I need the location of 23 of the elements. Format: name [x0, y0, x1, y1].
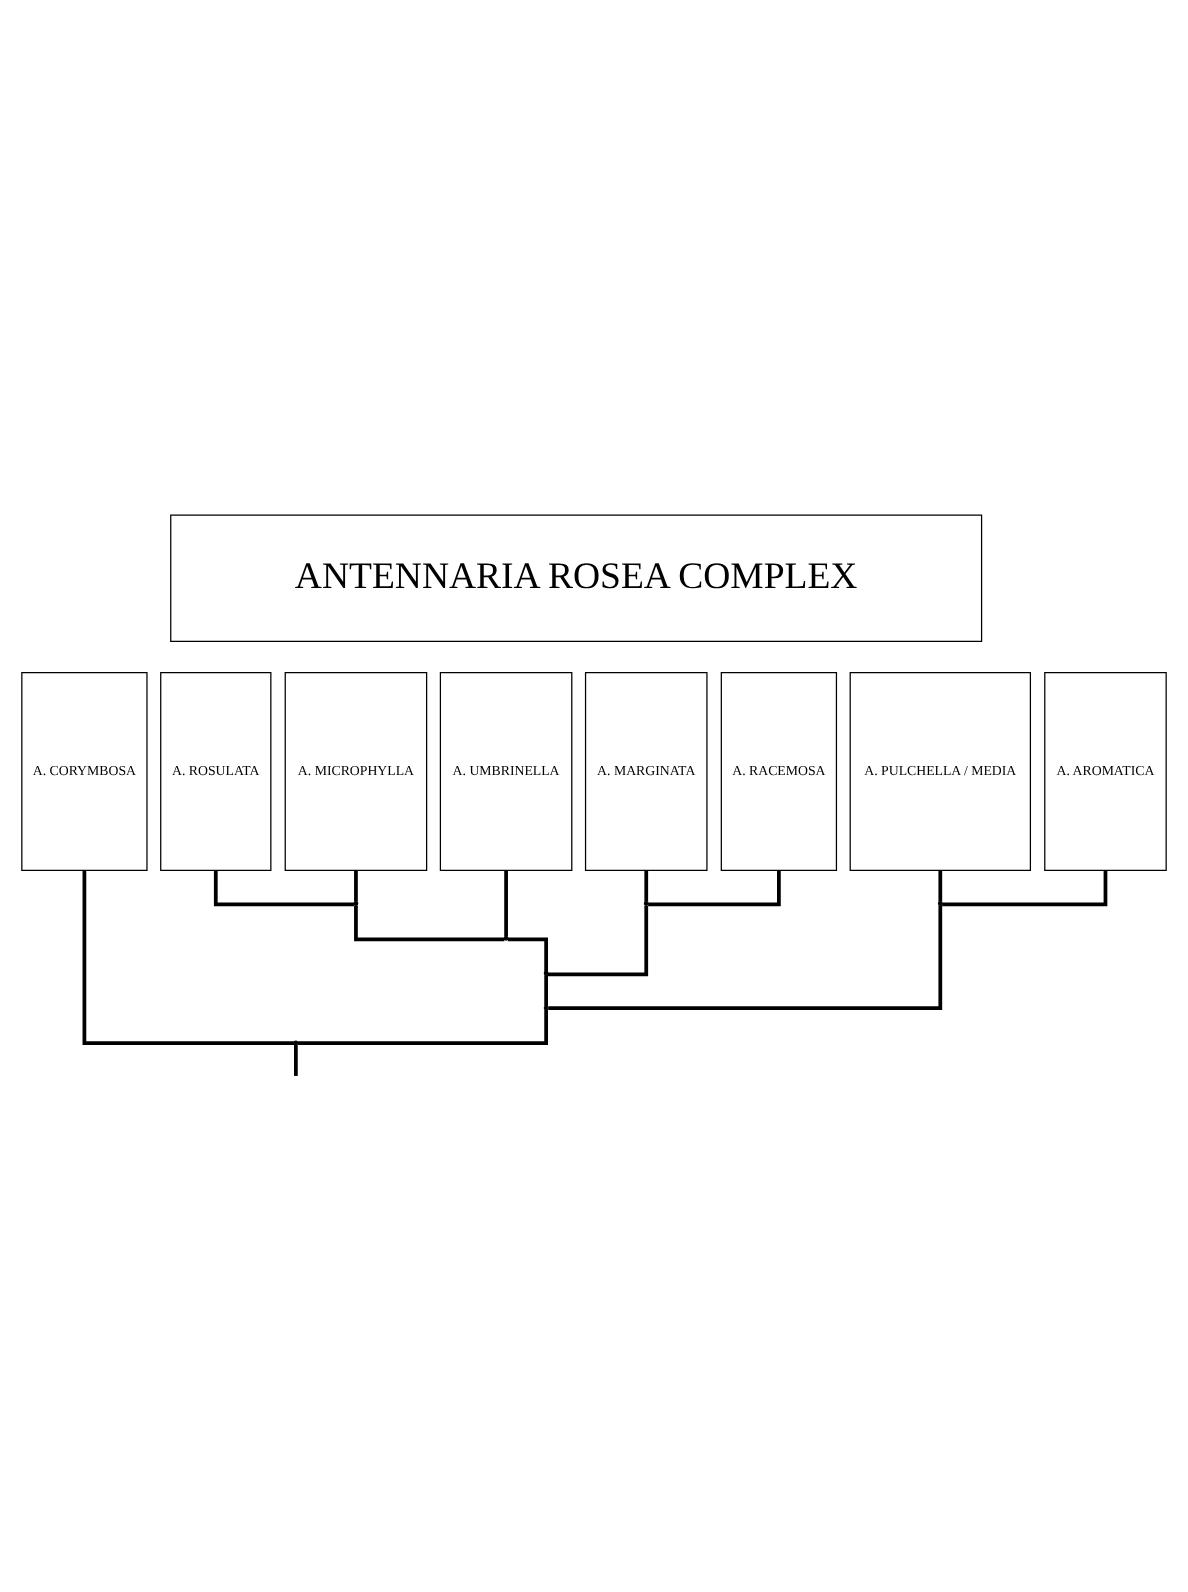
node-point — [643, 901, 649, 906]
connector — [298, 1010, 548, 1046]
connector — [213, 870, 354, 907]
node-point — [353, 901, 359, 906]
connector — [544, 975, 548, 1007]
connector — [548, 905, 943, 1011]
node-point — [503, 935, 509, 941]
connector — [82, 870, 295, 1046]
connector — [648, 870, 781, 907]
connector — [644, 870, 649, 902]
connector — [354, 870, 358, 902]
node-point — [293, 1040, 299, 1046]
connector — [294, 1044, 298, 1076]
node-point — [937, 901, 943, 906]
node-point — [543, 1005, 549, 1011]
connector — [938, 870, 943, 902]
node-box: ANTENNARIA ROSEA COMPLEX — [170, 514, 983, 642]
connector — [942, 870, 1108, 907]
connector — [354, 905, 505, 942]
connector — [507, 937, 548, 972]
node-point — [543, 970, 549, 976]
connector — [547, 905, 649, 977]
connector — [504, 870, 508, 937]
